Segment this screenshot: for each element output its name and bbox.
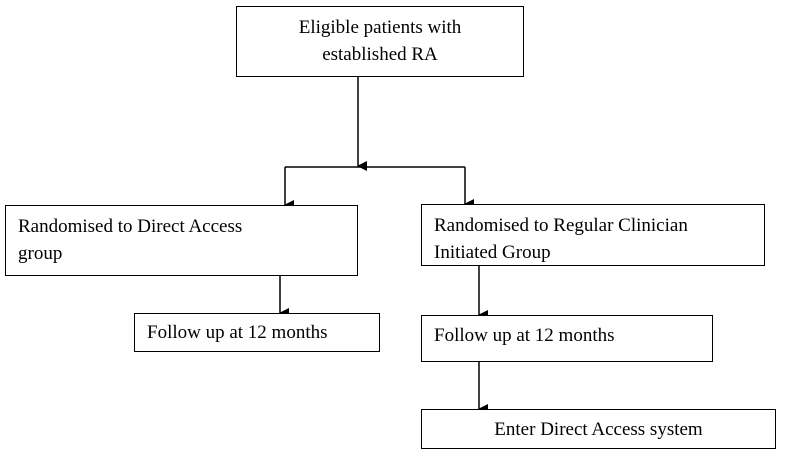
direct-followup-label: Follow up at 12 months — [147, 322, 328, 343]
regular-clinician-group-line2: Initiated Group — [434, 242, 551, 263]
regular-followup-box: Follow up at 12 months — [421, 315, 713, 362]
eligible-patients-line2: established RA — [322, 44, 438, 65]
direct-access-group-line1: Randomised to Direct Access — [18, 216, 243, 237]
regular-clinician-group-line1: Randomised to Regular Clinician — [434, 215, 688, 236]
direct-access-group-box: Randomised to Direct Access group — [5, 205, 358, 276]
eligible-patients-line1: Eligible patients with — [298, 17, 462, 38]
regular-followup-label: Follow up at 12 months — [434, 325, 615, 346]
direct-followup-box: Follow up at 12 months — [134, 313, 380, 352]
enter-direct-access-label: Enter Direct Access system — [494, 419, 703, 440]
direct-access-group-line2: group — [18, 243, 63, 264]
regular-clinician-group-box: Randomised to Regular Clinician Initiate… — [421, 204, 765, 266]
eligible-patients-box: Eligible patients with established RA — [236, 6, 524, 77]
enter-direct-access-box: Enter Direct Access system — [421, 409, 776, 449]
